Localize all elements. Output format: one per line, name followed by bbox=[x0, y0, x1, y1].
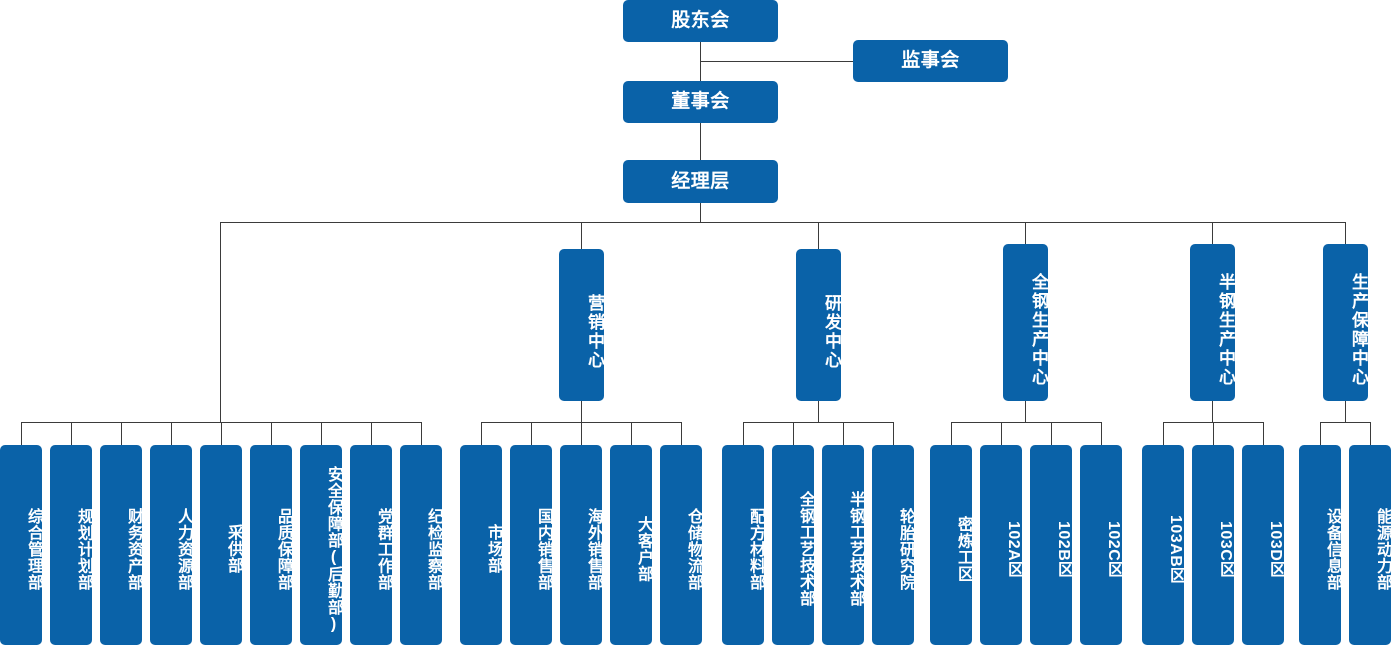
node-dept-quality-assurance[interactable]: 品质保障部 bbox=[250, 445, 292, 645]
node-dept-discipline-inspection[interactable]: 纪检监察部 bbox=[400, 445, 442, 645]
node-dept-comprehensive-management[interactable]: 综合管理部 bbox=[0, 445, 42, 645]
node-dept-key-accounts[interactable]: 大客户部 bbox=[610, 445, 652, 645]
connector-drop-func-3 bbox=[121, 422, 122, 445]
connector-drop-func-9 bbox=[421, 422, 422, 445]
node-center-marketing[interactable]: 营销中心 bbox=[559, 249, 604, 401]
connector-supervisory-board bbox=[700, 61, 853, 62]
latin-run: 103D bbox=[1267, 520, 1284, 561]
connector-drop-func-6 bbox=[271, 422, 272, 445]
connector-half-steel-to-bus bbox=[1212, 401, 1213, 422]
connector-drop-hs-1 bbox=[1163, 422, 1164, 445]
connector-bus-to-production-support bbox=[1345, 222, 1346, 249]
node-dept-equipment-information[interactable]: 设备信息部 bbox=[1299, 445, 1341, 645]
connector-bus-to-functional-group bbox=[220, 222, 221, 422]
connector-drop-func-5 bbox=[221, 422, 222, 445]
connector-drop-rnd-4 bbox=[893, 422, 894, 445]
connector-drop-func-7 bbox=[321, 422, 322, 445]
connector-drop-mkt-2 bbox=[531, 422, 532, 445]
node-dept-safety-logistics[interactable]: 安全保障部(后勤部) bbox=[300, 445, 342, 645]
node-dept-energy-power[interactable]: 能源动力部 bbox=[1349, 445, 1391, 645]
connector-drop-mkt-5 bbox=[681, 422, 682, 445]
connector-bus-to-marketing bbox=[581, 222, 582, 249]
node-unit-mixing-area[interactable]: 密炼工区 bbox=[930, 445, 972, 645]
node-dept-warehouse-logistics[interactable]: 仓储物流部 bbox=[660, 445, 702, 645]
latin-run: 103C bbox=[1217, 520, 1234, 561]
connector-bus-to-full-steel bbox=[1025, 222, 1026, 249]
node-dept-party-affairs[interactable]: 党群工作部 bbox=[350, 445, 392, 645]
node-center-rnd[interactable]: 研发中心 bbox=[796, 249, 841, 401]
connector-drop-rnd-3 bbox=[843, 422, 844, 445]
connector-drop-rnd-2 bbox=[793, 422, 794, 445]
node-dept-market[interactable]: 市场部 bbox=[460, 445, 502, 645]
connector-drop-func-4 bbox=[171, 422, 172, 445]
node-center-production-support[interactable]: 生产保障中心 bbox=[1323, 244, 1368, 401]
connector-drop-hs-3 bbox=[1263, 422, 1264, 445]
connector-drop-ps-2 bbox=[1370, 422, 1371, 445]
connector-drop-func-8 bbox=[371, 422, 372, 445]
connector-marketing-to-bus bbox=[581, 401, 582, 422]
connector-drop-mkt-1 bbox=[481, 422, 482, 445]
connector-full-steel-bus bbox=[951, 422, 1101, 423]
node-center-full-steel[interactable]: 全钢生产中心 bbox=[1003, 244, 1048, 401]
connector-prod-support-bus bbox=[1320, 422, 1370, 423]
connector-management-to-bus bbox=[700, 203, 701, 222]
node-dept-domestic-sales[interactable]: 国内销售部 bbox=[510, 445, 552, 645]
node-shareholders[interactable]: 股东会 bbox=[623, 0, 778, 42]
connector-drop-ps-1 bbox=[1320, 422, 1321, 445]
connector-drop-fs-3 bbox=[1051, 422, 1052, 445]
latin-run: 102B bbox=[1055, 520, 1072, 561]
connector-drop-func-1 bbox=[21, 422, 22, 445]
connector-rnd-to-bus bbox=[818, 401, 819, 422]
connector-drop-mkt-4 bbox=[631, 422, 632, 445]
node-dept-tire-research-institute[interactable]: 轮胎研究院 bbox=[872, 445, 914, 645]
node-dept-human-resources[interactable]: 人力资源部 bbox=[150, 445, 192, 645]
node-dept-planning[interactable]: 规划计划部 bbox=[50, 445, 92, 645]
connector-prod-support-to-bus bbox=[1345, 401, 1346, 422]
node-dept-finance-assets[interactable]: 财务资产部 bbox=[100, 445, 142, 645]
connector-drop-fs-1 bbox=[951, 422, 952, 445]
connector-drop-func-2 bbox=[71, 422, 72, 445]
connector-main-bus bbox=[220, 222, 1345, 223]
node-dept-overseas-sales[interactable]: 海外销售部 bbox=[560, 445, 602, 645]
connector-drop-rnd-1 bbox=[743, 422, 744, 445]
node-dept-half-steel-process-tech[interactable]: 半钢工艺技术部 bbox=[822, 445, 864, 645]
connector-drop-mkt-3 bbox=[581, 422, 582, 445]
connector-drop-fs-2 bbox=[1001, 422, 1002, 445]
latin-run: 102C bbox=[1105, 520, 1122, 561]
connector-drop-fs-4 bbox=[1101, 422, 1102, 445]
connector-rnd-bus bbox=[743, 422, 893, 423]
node-supervisory-board[interactable]: 监事会 bbox=[853, 40, 1008, 82]
node-dept-formula-materials[interactable]: 配方材料部 bbox=[722, 445, 764, 645]
node-dept-procurement[interactable]: 采供部 bbox=[200, 445, 242, 645]
node-management[interactable]: 经理层 bbox=[623, 160, 778, 203]
connector-bus-to-half-steel bbox=[1212, 222, 1213, 249]
node-center-half-steel[interactable]: 半钢生产中心 bbox=[1190, 244, 1235, 401]
node-board-of-directors[interactable]: 董事会 bbox=[623, 81, 778, 123]
latin-run: 102A bbox=[1005, 520, 1022, 561]
connector-bus-to-rnd bbox=[818, 222, 819, 249]
connector-drop-hs-2 bbox=[1213, 422, 1214, 445]
connector-board-to-management bbox=[700, 122, 701, 160]
node-dept-full-steel-process-tech[interactable]: 全钢工艺技术部 bbox=[772, 445, 814, 645]
connector-full-steel-to-bus bbox=[1025, 401, 1026, 422]
latin-run: 103AB bbox=[1167, 514, 1184, 567]
